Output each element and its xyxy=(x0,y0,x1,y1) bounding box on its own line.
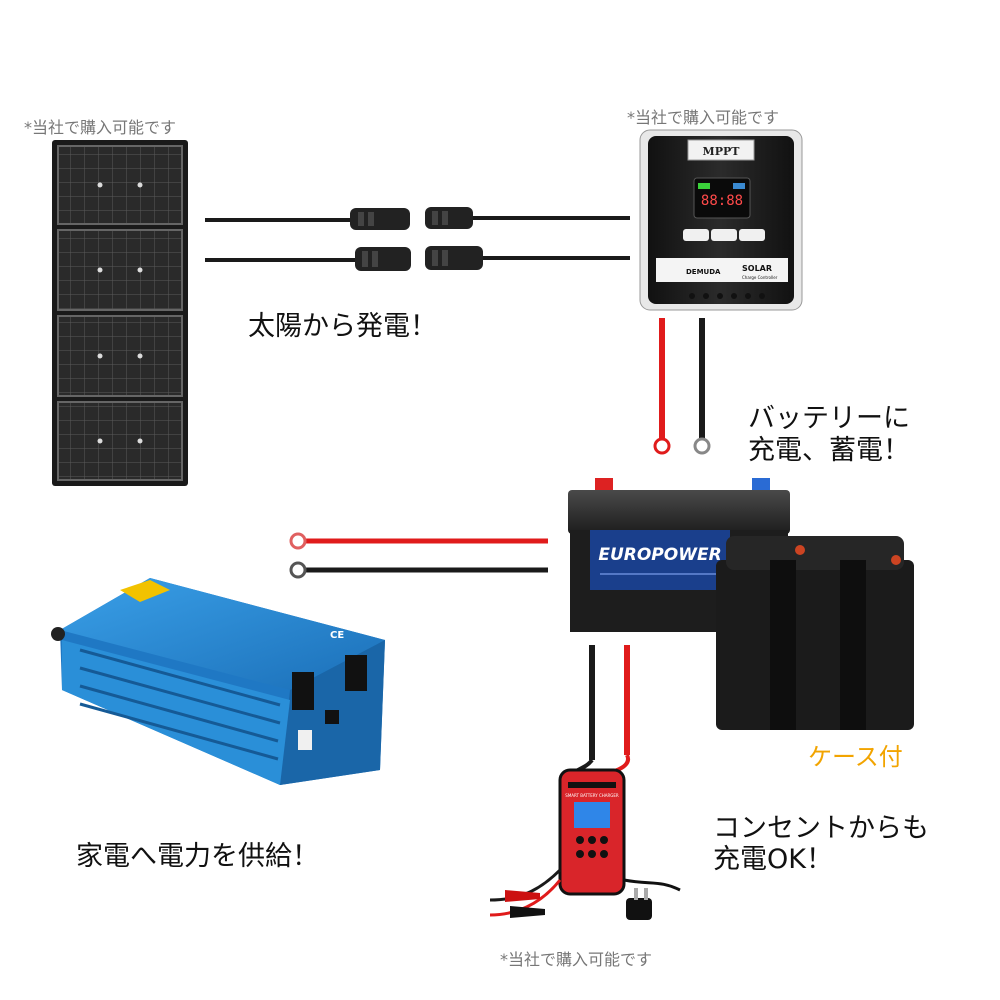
battery-inverter-wires xyxy=(289,532,548,579)
battery-box xyxy=(716,536,914,730)
controller-sub-text: Charge Controller xyxy=(742,275,778,280)
solar-panel xyxy=(52,140,188,486)
panel-note: *当社で購入可能です xyxy=(24,118,177,137)
inverter: CE xyxy=(51,578,385,785)
charger-note: *当社で購入可能です xyxy=(500,950,653,969)
caption-solar: 太陽から発電！ xyxy=(248,311,437,342)
battery-charger-wires xyxy=(589,645,630,760)
caption-battery-line2: 充電、蓄電！ xyxy=(748,435,910,466)
mc4-connector-bottom xyxy=(355,246,483,271)
charger-title-text: SMART BATTERY CHARGER xyxy=(565,793,619,798)
pv-cables xyxy=(205,216,630,262)
battery-brand-text: EUROPOWER xyxy=(598,545,721,565)
mc4-connector-top xyxy=(350,207,473,230)
controller-display-text: 88:88 xyxy=(701,193,743,209)
caption-appliance: 家電へ電力を供給！ xyxy=(76,841,319,872)
controller-brand-text: DEMUDA xyxy=(686,268,721,276)
caption-case: ケース付 xyxy=(808,743,903,771)
inverter-marks-text: CE xyxy=(330,630,344,641)
caption-outlet-line1: コンセントからも xyxy=(713,813,929,844)
caption-battery-line1: バッテリーに xyxy=(748,403,910,434)
controller-model-text: SOLAR xyxy=(742,264,772,273)
controller-battery-wires xyxy=(653,318,711,455)
controller-note: *当社で購入可能です xyxy=(627,108,780,127)
controller-header-text: MPPT xyxy=(703,145,741,158)
caption-outlet-line2: 充電OK！ xyxy=(713,844,833,875)
battery-charger: SMART BATTERY CHARGER xyxy=(489,754,681,920)
charge-controller: MPPT 88:88 DEMUDA SOLAR Charge Controlle… xyxy=(639,129,803,311)
